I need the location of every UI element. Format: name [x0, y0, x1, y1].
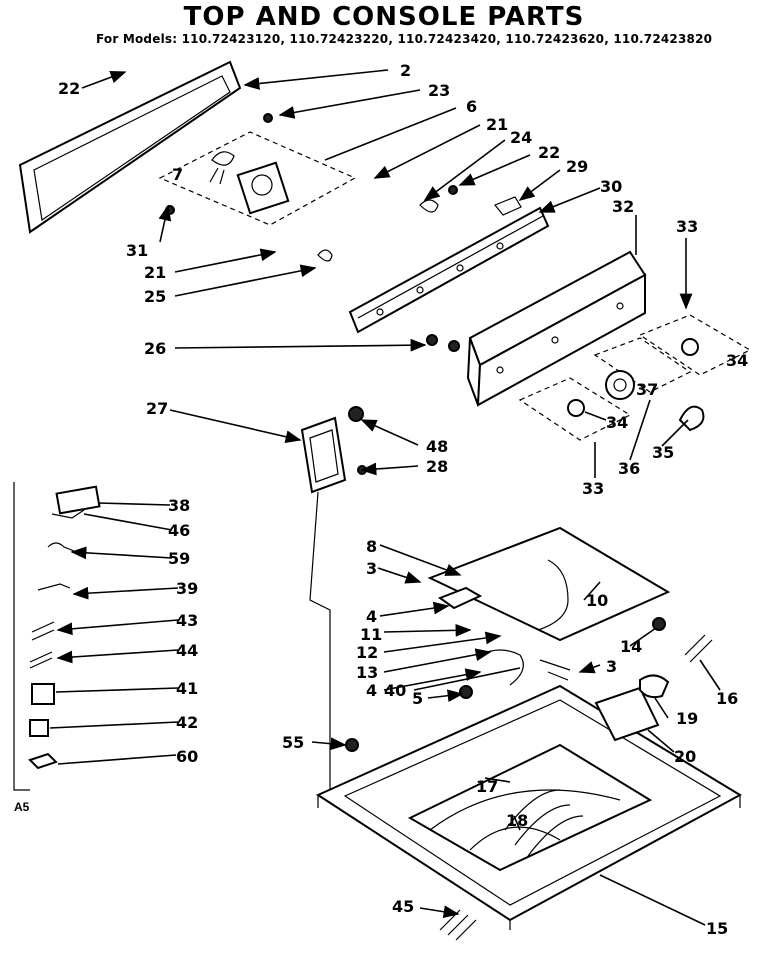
model-numbers: For Models: 110.72423120, 110.72423220, …: [96, 32, 713, 46]
callout-12: 12: [356, 643, 378, 662]
callout-28: 28: [426, 457, 448, 476]
callout-35: 35: [652, 443, 674, 462]
callout-6: 6: [466, 97, 477, 116]
callout-23: 23: [428, 81, 450, 100]
callout-4-b: 4: [366, 681, 377, 700]
callout-26: 26: [144, 339, 166, 358]
switch-assemblies: [518, 314, 752, 441]
callout-16: 16: [716, 689, 738, 708]
leader-lines: [49, 69, 721, 926]
callout-18: 18: [506, 811, 528, 830]
callout-33-b: 33: [582, 479, 604, 498]
callout-17: 17: [476, 777, 498, 796]
callout-39: 39: [176, 579, 198, 598]
callout-31: 31: [126, 241, 148, 260]
page-title: TOP AND CONSOLE PARTS: [183, 2, 585, 32]
callout-22-b: 22: [538, 143, 560, 162]
timer-assembly: [158, 113, 357, 226]
top-assembly: [315, 526, 743, 941]
parts-kit-box: [13, 482, 101, 791]
callout-7: 7: [172, 165, 183, 184]
callout-14: 14: [620, 637, 642, 656]
callout-33-a: 33: [676, 217, 698, 236]
callout-34-b: 34: [606, 413, 628, 432]
callout-22-a: 22: [58, 79, 80, 98]
callout-34-a: 34: [726, 351, 748, 370]
callout-8: 8: [366, 537, 377, 556]
callout-10: 10: [586, 591, 608, 610]
callout-15: 15: [706, 919, 728, 938]
callout-13: 13: [356, 663, 378, 682]
callout-38: 38: [168, 496, 190, 515]
callout-20: 20: [674, 747, 696, 766]
callout-11: 11: [360, 625, 382, 644]
callout-41: 41: [176, 679, 198, 698]
callout-27: 27: [146, 399, 168, 418]
callout-32: 32: [612, 197, 634, 216]
callout-3-a: 3: [366, 559, 377, 578]
callout-55: 55: [282, 733, 304, 752]
console-back-panel: [18, 60, 242, 234]
callout-48: 48: [426, 437, 448, 456]
callout-2: 2: [400, 61, 411, 80]
callout-25: 25: [144, 287, 166, 306]
callout-labels: 22 2 23 6 21 24 22 29 30 32 33 7 31 21 2…: [58, 61, 748, 938]
callout-44: 44: [176, 641, 198, 660]
console-front-panel: [466, 250, 647, 407]
callout-3-b: 3: [606, 657, 617, 676]
diagram-code: A5: [14, 800, 30, 814]
callout-4-a: 4: [366, 607, 377, 626]
callout-60: 60: [176, 747, 198, 766]
callout-46: 46: [168, 521, 190, 540]
callout-24: 24: [510, 128, 532, 147]
callout-5: 5: [412, 689, 423, 708]
callout-36: 36: [618, 459, 640, 478]
callout-43: 43: [176, 611, 198, 630]
callout-21-b: 21: [144, 263, 166, 282]
callout-59: 59: [168, 549, 190, 568]
door-switch: [300, 406, 367, 494]
callout-19: 19: [676, 709, 698, 728]
callout-42: 42: [176, 713, 198, 732]
callout-40: 40: [384, 681, 406, 700]
callout-45: 45: [392, 897, 414, 916]
callout-30: 30: [600, 177, 622, 196]
callout-37: 37: [636, 380, 658, 399]
callout-29: 29: [566, 157, 588, 176]
callout-21-a: 21: [486, 115, 508, 134]
